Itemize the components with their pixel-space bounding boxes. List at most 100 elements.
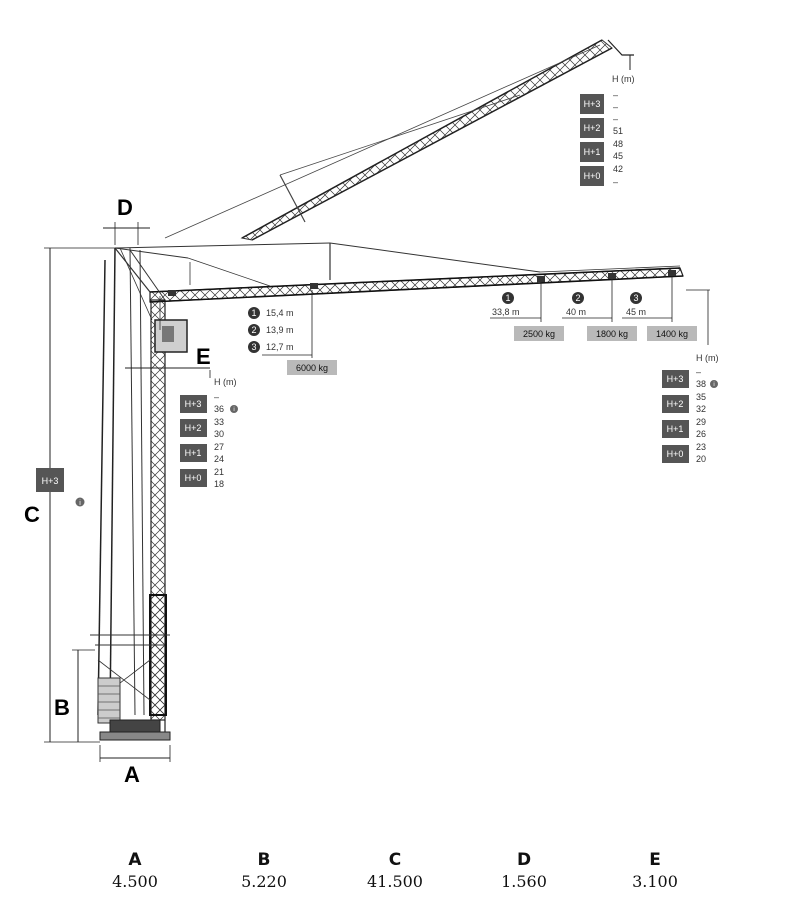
tip-load-1-value: 2500 kg: [523, 329, 555, 339]
tower-value: 27: [214, 442, 224, 452]
raised-level-box-h0: [580, 166, 604, 186]
crane-tower: [90, 247, 188, 741]
tower-level-h2: H+2: [185, 423, 202, 433]
dim-value-b: 5.220: [241, 872, 287, 891]
raised-jib-height-table: H (m) H+3 H+2 H+1 H+0 – – – 51 48 45 42 …: [580, 74, 635, 187]
tower-value: 21: [214, 467, 224, 477]
near-radius-3: 12,7 m: [266, 342, 294, 352]
tower-level-h3: H+3: [185, 399, 202, 409]
raised-value: 48: [613, 139, 623, 149]
tower-level-box-h3: [180, 395, 207, 413]
tip-radius-1: 33,8 m: [492, 307, 520, 317]
tower-level-box-h0: [180, 469, 207, 487]
tip-load-2-value: 1800 kg: [596, 329, 628, 339]
tip-radius-3: 45 m: [626, 307, 646, 317]
raised-level-box-h3: [580, 94, 604, 114]
dimension-col-d: D 1.560: [474, 850, 574, 891]
tip-load-3: 3 45 m 1400 kg: [626, 292, 697, 341]
near-radius-2: 13,9 m: [266, 325, 294, 335]
jib-level-h1: H+1: [667, 424, 684, 434]
jib-info-icon: [710, 380, 718, 388]
tip-load-2: 2 40 m 1800 kg: [566, 292, 637, 341]
tower-value: 18: [214, 479, 224, 489]
crane-base: [99, 731, 171, 741]
tower-value: 33: [214, 417, 224, 427]
side-level-label: H+3: [42, 476, 59, 486]
tower-height-table: H (m) H+3 H+2 H+1 H+0 – 36 i 33 30 27 24…: [180, 377, 238, 489]
raised-level-h0: H+0: [584, 171, 601, 181]
raised-value: 45: [613, 151, 623, 161]
jib-value: 29: [696, 417, 706, 427]
tip-load-box: [647, 326, 697, 341]
near-marker-icon: [248, 324, 260, 336]
tower-value: 36: [214, 404, 224, 414]
tip-load-box: [514, 326, 564, 341]
dimension-col-a: A 4.500: [85, 850, 185, 891]
tip-load-1: 1 33,8 m 2500 kg: [492, 292, 564, 341]
raised-level-box-h1: [580, 142, 604, 162]
counterweight-ballast: [97, 677, 121, 724]
jib-level-h0: H+0: [667, 449, 684, 459]
dimension-col-e: E 3.100: [605, 850, 705, 891]
jib-unit: H (m): [696, 353, 719, 363]
raised-value: –: [613, 114, 618, 124]
jib-value: 26: [696, 429, 706, 439]
near-jib-loads: 1 15,4 m 2 13,9 m 3 12,7 m 6000 kg: [248, 307, 337, 375]
raised-value: –: [613, 177, 618, 187]
near-marker-icon: [248, 307, 260, 319]
dimension-label-e: E: [196, 344, 211, 369]
side-level-box: [36, 468, 64, 492]
jib-level-box-h0: [662, 445, 689, 463]
crane-chassis: [109, 719, 161, 733]
tower-value: 24: [214, 454, 224, 464]
raised-level-h1: H+1: [584, 147, 601, 157]
tip-marker-icon: [572, 292, 584, 304]
near-marker-1: 1: [251, 308, 256, 318]
tip-marker-icon: [502, 292, 514, 304]
raised-level-h3: H+3: [584, 99, 601, 109]
dim-letter-e: E: [649, 850, 661, 870]
jib-value: 23: [696, 442, 706, 452]
tower-level-h1: H+1: [185, 448, 202, 458]
dim-letter-c: C: [388, 850, 402, 870]
dimension-lines: [44, 222, 710, 762]
jib-level-h2: H+2: [667, 399, 684, 409]
tower-value: –: [214, 392, 219, 402]
dim-value-d: 1.560: [501, 872, 547, 891]
jib-value: –: [696, 367, 701, 377]
near-radius-1: 15,4 m: [266, 308, 294, 318]
raised-value: –: [613, 102, 618, 112]
dimension-label-c: C: [24, 502, 40, 527]
tip-radius-2: 40 m: [566, 307, 586, 317]
tower-level-box-h2: [180, 419, 207, 437]
near-load: 6000 kg: [296, 363, 328, 373]
tower-unit: H (m): [214, 377, 237, 387]
tower-level-h0: H+0: [185, 473, 202, 483]
tip-marker-2: 2: [575, 293, 580, 303]
jib-value: 20: [696, 454, 706, 464]
dimension-label-a: A: [124, 762, 140, 787]
jib-value: 35: [696, 392, 706, 402]
near-load-box: [287, 360, 337, 375]
jib-height-table: H (m) H+3 H+2 H+1 H+0 – 38 i 35 32 29 26…: [662, 353, 719, 464]
crane-diagram: H (m) H+3 H+2 H+1 H+0 – – – 51 48 45 42 …: [24, 39, 719, 787]
dimension-label-b: B: [54, 695, 70, 720]
jib-level-box-h2: [662, 395, 689, 413]
jib-level-box-h3: [662, 370, 689, 388]
tip-load-3-value: 1400 kg: [656, 329, 688, 339]
dim-value-e: 3.100: [632, 872, 678, 891]
tower-info-marker: i: [233, 407, 234, 413]
dim-letter-d: D: [516, 850, 532, 870]
tip-marker-icon: [630, 292, 642, 304]
tower-info-icon: [230, 405, 238, 413]
tower-value: 30: [214, 429, 224, 439]
dim-value-a: 4.500: [112, 872, 158, 891]
tip-marker-3: 3: [633, 293, 638, 303]
jib-level-box-h1: [662, 420, 689, 438]
tip-marker-1: 1: [505, 293, 510, 303]
jib-info-marker: i: [713, 382, 714, 388]
crane-jib: [114, 242, 684, 330]
raised-level-box-h2: [580, 118, 604, 138]
dimension-col-c: C 41.500: [345, 850, 445, 891]
side-info-icon: [75, 497, 85, 507]
